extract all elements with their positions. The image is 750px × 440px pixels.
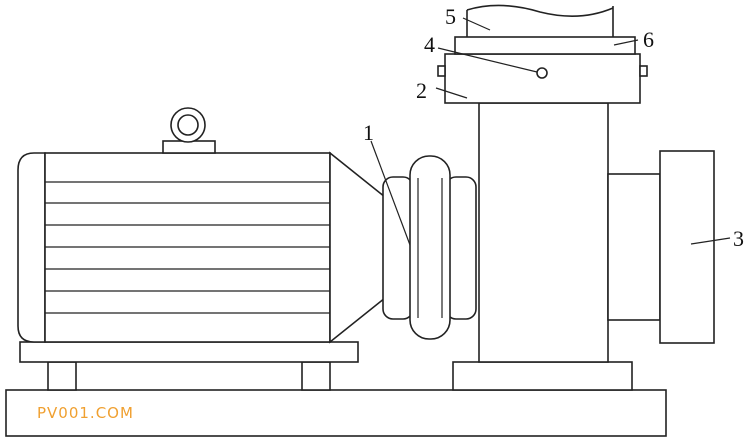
inlet-pipe xyxy=(466,4,614,37)
pump-column xyxy=(478,102,609,363)
outlet-flange xyxy=(659,150,715,344)
motor-mount-plate xyxy=(19,341,359,363)
label-5: 5 xyxy=(445,4,456,29)
pump-base-block xyxy=(452,361,633,391)
outlet-pipe xyxy=(607,173,661,321)
top-housing xyxy=(437,53,648,104)
label-6: 6 xyxy=(643,27,654,52)
label-3: 3 xyxy=(733,226,744,251)
motor xyxy=(17,151,386,344)
motor-foot-left xyxy=(47,361,77,391)
coupling xyxy=(382,155,477,340)
label-4: 4 xyxy=(424,32,435,57)
label-2: 2 xyxy=(416,78,427,103)
cover-plate xyxy=(454,36,636,55)
leader-lines xyxy=(370,17,731,246)
motor-foot-right xyxy=(301,361,331,391)
label-1: 1 xyxy=(363,120,374,145)
base-plate xyxy=(5,389,667,437)
lifting-eye xyxy=(162,107,216,154)
watermark: PV001.COM xyxy=(37,404,134,422)
